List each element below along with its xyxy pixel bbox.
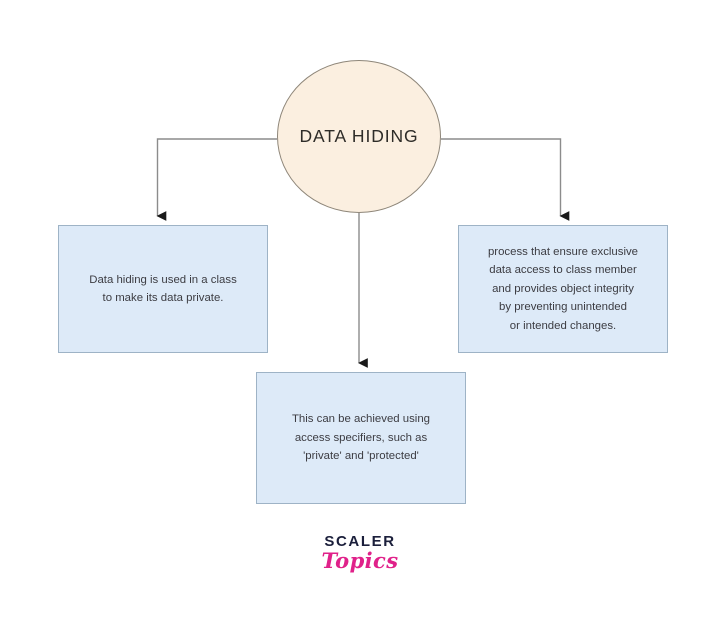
root-node-data-hiding: DATA HIDING <box>277 60 441 213</box>
info-box-left-text: Data hiding is used in a class to make i… <box>89 273 237 304</box>
connector-root-to-right-box <box>441 138 570 221</box>
info-box-bottom-text: This can be achieved using access specif… <box>291 413 431 463</box>
info-box-bottom: This can be achieved using access specif… <box>256 372 466 504</box>
brand-logo: SCALER Topics <box>0 534 720 571</box>
info-box-right-text: process that ensure exclusive data acces… <box>487 245 639 332</box>
brand-logo-primary-text: SCALER <box>324 533 396 550</box>
brand-logo-secondary-text: Topics <box>321 548 399 573</box>
root-node-label: DATA HIDING <box>299 126 419 146</box>
info-box-left: Data hiding is used in a class to make i… <box>58 225 268 353</box>
info-box-right: process that ensure exclusive data acces… <box>458 225 668 353</box>
connector-root-to-left-box <box>156 138 277 221</box>
